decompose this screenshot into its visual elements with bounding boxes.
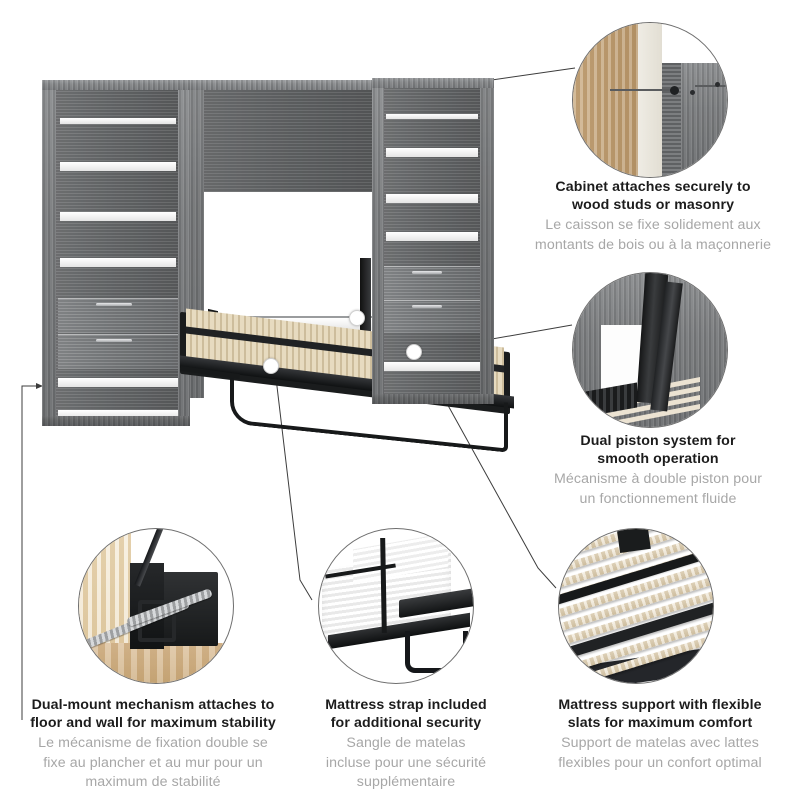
callout-image-mattress-strap [318, 528, 474, 684]
left-shelf-4 [60, 258, 176, 267]
caption-dual-piston-fr-line1: Mécanisme à double piston pour [553, 470, 763, 487]
caption-cabinet-anchor-en-line2: wood studs or masonry [571, 197, 735, 214]
right-cabinet-right-panel [480, 86, 494, 402]
callout-image-cabinet-anchor [572, 22, 728, 178]
caption-flexible-slats-fr-line2: flexibles pour un confort optimal [558, 754, 762, 771]
anchor-screw-head [670, 86, 680, 96]
slat-frame-post [615, 529, 651, 553]
right-cabinet-base [372, 394, 494, 404]
left-shelf-3 [60, 212, 176, 221]
left-cabinet-top [42, 80, 190, 90]
hotspot-dot-dual-piston[interactable] [349, 310, 365, 326]
caption-dual-piston: Dual piston system for smooth operation … [520, 432, 796, 508]
right-cabinet-top [372, 78, 494, 88]
callout-image-dual-piston [572, 272, 728, 428]
caption-flexible-slats: Mattress support with flexible slats for… [524, 696, 796, 772]
hotspot-dot-mattress-strap[interactable] [263, 358, 279, 374]
right-drawer-2-handle[interactable] [412, 305, 442, 308]
mattress-strap-vertical [379, 538, 387, 634]
caption-dual-mount: Dual-mount mechanism attaches to floor a… [8, 696, 298, 792]
bed-piston-visible [360, 258, 371, 336]
caption-mattress-strap-en-line2: for additional security [330, 715, 482, 732]
wood-stud [573, 23, 638, 177]
center-cabinet-header [204, 88, 380, 192]
left-shelf-2 [60, 162, 176, 171]
right-drawer-1-handle[interactable] [412, 271, 442, 274]
slat-field [559, 529, 713, 683]
caption-cabinet-anchor-fr-line1: Le caisson se fixe solidement aux [545, 216, 761, 233]
anchor-screw-left [609, 89, 675, 92]
left-drawer-1-handle[interactable] [96, 303, 132, 306]
cabinet-panel-face [680, 63, 727, 177]
right-shelf-3 [386, 194, 478, 203]
center-cabinet-top [190, 80, 394, 90]
left-cabinet-body [42, 86, 56, 416]
floor-surface [79, 642, 233, 683]
left-shelf-6 [58, 410, 178, 418]
caption-flexible-slats-en-line2: slats for maximum comfort [567, 715, 753, 732]
right-shelf-4 [386, 232, 478, 241]
right-cabinet-interior [384, 86, 480, 402]
right-shelf-2 [386, 148, 478, 157]
caption-dual-mount-fr-line1: Le mécanisme de fixation double se [38, 734, 268, 751]
left-drawer-2-handle[interactable] [96, 339, 132, 342]
caption-mattress-strap: Mattress strap included for additional s… [298, 696, 514, 792]
caption-dual-piston-en-line1: Dual piston system for [580, 433, 736, 449]
caption-dual-mount-en-line2: floor and wall for maximum stability [30, 715, 276, 732]
caption-mattress-strap-fr-line2: incluse pour une sécurité [325, 754, 487, 771]
caption-mattress-strap-en-line1: Mattress strap included [325, 697, 487, 713]
caption-dual-mount-fr-line2: fixe au plancher et au mur pour un [43, 754, 263, 771]
caption-cabinet-anchor-en-line1: Cabinet attaches securely to [555, 179, 751, 195]
bed-support-leg-detail [405, 630, 468, 673]
caption-flexible-slats-en-line1: Mattress support with flexible [558, 697, 762, 713]
connector-dual-mount [21, 383, 43, 720]
left-shelf-5 [58, 378, 178, 387]
caption-cabinet-anchor-fr-line2: montants de bois ou à la maçonnerie [534, 236, 772, 253]
caption-cabinet-anchor: Cabinet attaches securely to wood studs … [510, 178, 796, 254]
caption-flexible-slats-fr-line1: Support de matelas avec lattes [561, 734, 759, 751]
right-shelf-1 [386, 114, 478, 119]
callout-image-dual-mount [78, 528, 234, 684]
anchor-screw-right [694, 84, 727, 87]
left-shelf-1 [60, 118, 176, 124]
anchor-screw-pilot [690, 89, 696, 95]
right-cabinet-left-panel [372, 86, 384, 402]
caption-dual-piston-en-line2: smooth operation [597, 451, 719, 468]
caption-dual-mount-en-line1: Dual-mount mechanism attaches to [31, 697, 275, 713]
caption-dual-piston-fr-line2: un fonctionnement fluide [579, 490, 737, 507]
hotspot-dot-flexible-slats[interactable] [406, 344, 422, 360]
anchor-screw-pilot-2 [714, 81, 720, 87]
caption-dual-mount-fr-line3: maximum de stabilité [85, 774, 221, 791]
left-cabinet-base [42, 416, 190, 426]
cabinet-panel-edge [662, 63, 681, 177]
callout-image-flexible-slats [558, 528, 714, 684]
caption-mattress-strap-fr-line3: supplémentaire [356, 774, 456, 791]
caption-mattress-strap-fr-line1: Sangle de matelas [346, 734, 466, 751]
product-illustration-murphy-bed [30, 70, 514, 453]
drywall-layer [637, 23, 663, 177]
right-shelf-5 [384, 362, 480, 371]
